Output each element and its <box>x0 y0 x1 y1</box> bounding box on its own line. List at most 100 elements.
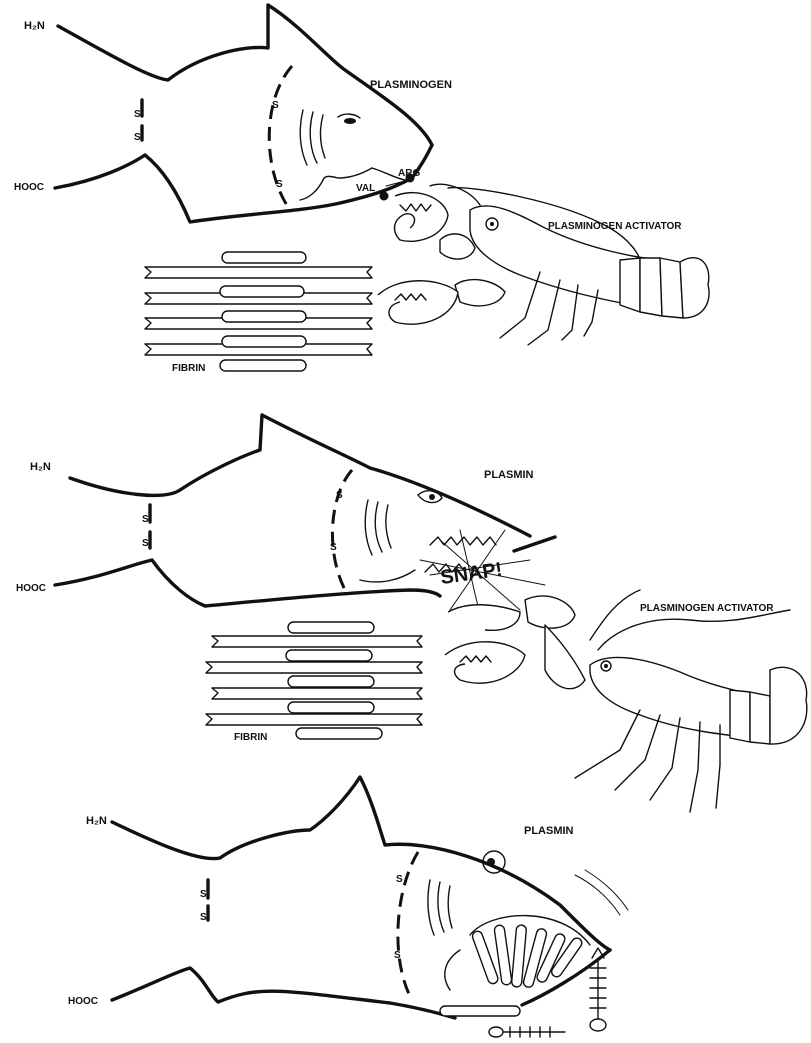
activator-label-1: PLASMINOGEN ACTIVATOR <box>548 221 682 232</box>
plasmin-jaw-line <box>332 470 352 590</box>
lobster-1-arm-upper <box>440 234 475 259</box>
jaw-s-upper: S <box>396 874 403 885</box>
fibrin-bundle-1 <box>145 252 372 371</box>
plasmin-gill-3 <box>386 505 391 548</box>
disulfide-s-upper: S <box>142 514 149 525</box>
fibrin-2-link-5 <box>296 728 382 739</box>
fibrin-1-link-3 <box>222 311 306 322</box>
fibrin-2-strand-4 <box>206 714 422 725</box>
fibrin-1-link-2 <box>220 286 304 297</box>
fish-skeleton <box>590 960 606 1025</box>
lobster-2-leg-4 <box>690 722 700 812</box>
lobster-1-claw-lower <box>378 281 458 324</box>
lobster-1-claw-upper <box>395 193 448 242</box>
lobster-2-arm-upper <box>525 596 575 628</box>
lobster-2-leg-1 <box>575 710 640 778</box>
enzyme-label-plasminogen: PLASMINOGEN <box>370 79 452 91</box>
plasmin-2-gill-1 <box>428 880 434 935</box>
disulfide-s-upper: S <box>200 889 207 900</box>
fibrin-fragment-bones <box>500 1027 565 1037</box>
fibrin-1-link-1 <box>222 252 306 263</box>
plasmin-gill-2 <box>375 502 382 552</box>
n-terminus-label: H₂N <box>30 461 51 473</box>
c-terminus-label: HOOC <box>68 996 98 1007</box>
lobster-2-tail-seg-2 <box>750 692 770 744</box>
lobster-1-leg-2 <box>528 280 560 345</box>
lobster-1-tail-seg-3 <box>660 258 683 318</box>
plasminogen-shark-upper-outline <box>58 5 432 145</box>
plasmin-pupil <box>429 494 435 500</box>
lobster-2-claw-lower <box>445 642 525 683</box>
lobster-2-tail-seg-1 <box>730 690 750 742</box>
fibrin-1-strand-1 <box>145 267 372 278</box>
fibrin-2-link-3 <box>288 676 374 687</box>
plasmin-2-gill-3 <box>448 886 452 928</box>
fibrin-2-strand-1 <box>212 636 422 647</box>
plasmin-shark-lower-outline <box>55 560 440 606</box>
lobster-1-tail-seg-1 <box>620 258 640 312</box>
n-terminus-label: H₂N <box>86 815 107 827</box>
fibrin-1-link-5 <box>220 360 306 371</box>
fibrin-2-link-2 <box>286 650 372 661</box>
val-residue-dot <box>380 192 389 201</box>
panel-3: H₂N HOOC S S S S PLASMIN <box>68 777 628 1037</box>
fibrin-label-2: FIBRIN <box>234 732 267 743</box>
residue-arg-label: ARG <box>398 168 420 179</box>
c-terminus-label: HOOC <box>14 182 44 193</box>
plasminogen-gill-3 <box>321 115 325 158</box>
fibrin-bundle-2 <box>206 622 422 739</box>
enzyme-label-plasmin-1: PLASMIN <box>484 469 534 481</box>
jaw-s-lower: S <box>394 950 401 961</box>
snap-text: SNAP! <box>439 559 504 589</box>
plasminogen-eye-lid <box>338 114 360 118</box>
disulfide-s-lower: S <box>142 538 149 549</box>
plasmin-2-gill-2 <box>438 882 444 932</box>
jaw-s-upper: S <box>272 100 279 111</box>
plasmin-gill-1 <box>365 500 372 555</box>
plasmin-shark-upper-outline <box>70 415 530 536</box>
panel-1: H₂N HOOC S S S S PLASMINOGEN ARG VAL <box>14 5 709 374</box>
panel-2: SNAP! H₂N HOOC S S S S PLASMIN <box>16 415 807 812</box>
lobster-2-pupil <box>604 664 608 668</box>
residue-val-label: VAL <box>356 183 375 194</box>
plasmin-2-shark-upper-outline <box>112 777 610 950</box>
jaw-s-lower: S <box>330 542 337 553</box>
c-terminus-label: HOOC <box>16 583 46 594</box>
plasminogen-activator-lobster-1 <box>378 184 709 345</box>
lobster-1-pupil <box>490 222 494 226</box>
lobster-2-antenna-2 <box>590 590 640 640</box>
lobster-2-leg-2 <box>615 715 660 790</box>
fish-skeleton-head <box>590 1019 606 1031</box>
fibrin-1-link-4 <box>222 336 306 347</box>
plasminogen-gill-2 <box>310 112 317 163</box>
lobster-2-antenna <box>598 610 790 650</box>
lobster-1-tail-seg-2 <box>640 258 662 316</box>
lobster-1-tail-fan <box>680 258 709 318</box>
fibrin-in-mouth <box>471 925 584 989</box>
activator-label-2: PLASMINOGEN ACTIVATOR <box>640 603 774 614</box>
fibrin-2-strand-3 <box>212 688 422 699</box>
fibrin-fragment-head <box>489 1027 503 1037</box>
plasminogen-shark-lower-outline <box>55 145 432 222</box>
fibrin-2-strand-2 <box>206 662 422 673</box>
plasminogen-eye <box>344 118 356 124</box>
lobster-2-claw-upper <box>448 605 520 631</box>
enzyme-label-plasmin-2: PLASMIN <box>524 825 574 837</box>
disulfide-s-lower: S <box>200 912 207 923</box>
lobster-1-arm-lower <box>455 280 505 306</box>
lobster-2-tail-fan <box>770 667 807 744</box>
fibrin-2-link-4 <box>288 702 374 713</box>
fibrin-2-link-1 <box>288 622 374 633</box>
jaw-s-upper: S <box>336 490 343 501</box>
lobster-2-forearm <box>545 625 585 689</box>
plasmin-open-jaw-tip <box>514 537 555 551</box>
lobster-2-leg-5 <box>716 725 720 808</box>
lobster-1-leg-3 <box>562 285 578 340</box>
disulfide-s-lower: S <box>134 132 141 143</box>
lobster-1-leg-1 <box>500 272 540 338</box>
n-terminus-label: H₂N <box>24 20 45 32</box>
disulfide-s-upper: S <box>134 109 141 120</box>
plasminogen-activator-lobster-2 <box>445 590 807 812</box>
